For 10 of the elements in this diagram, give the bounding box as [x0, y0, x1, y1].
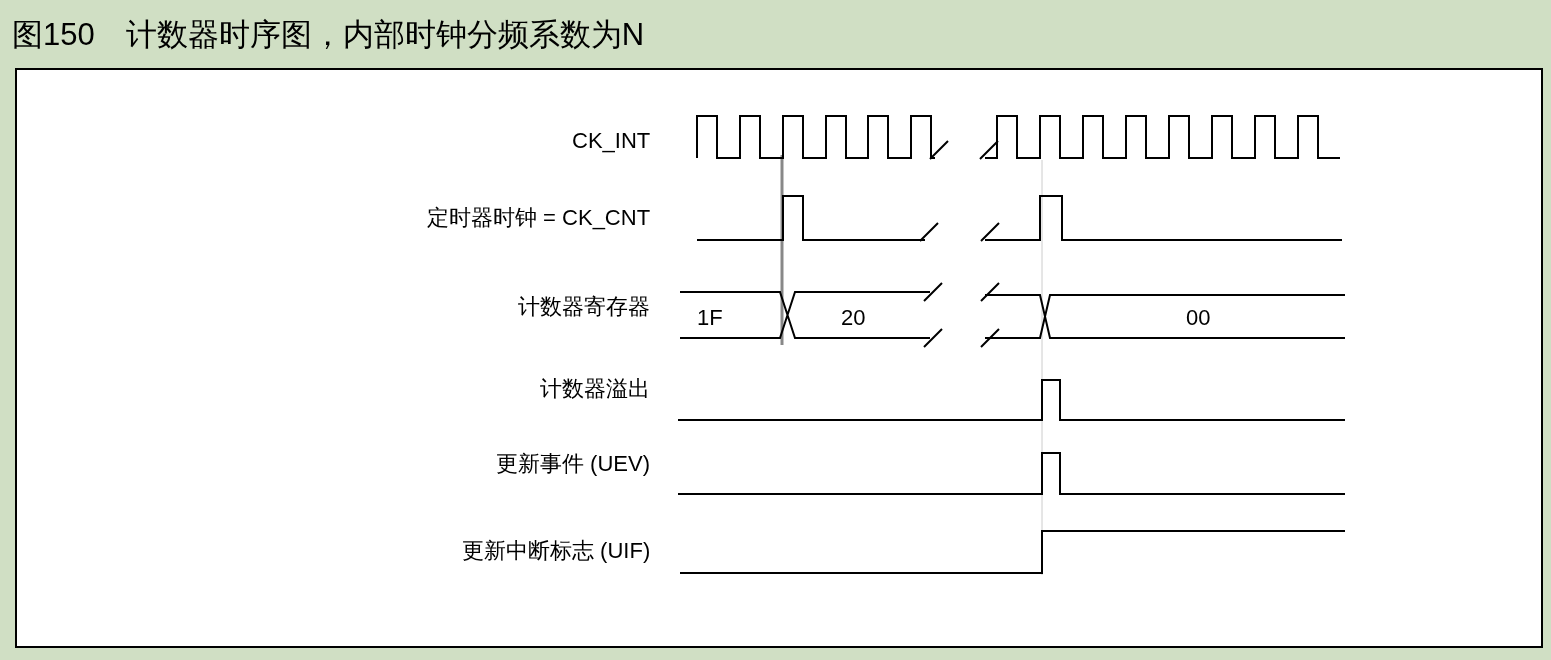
signal-name: 定时器时钟 = CK_CNT [427, 205, 651, 231]
bus-value: 1F [697, 305, 723, 331]
signal-name: 计数器寄存器 [518, 294, 650, 320]
signal-name: 更新中断标志 (UIF) [462, 538, 651, 564]
bus-value: 20 [841, 305, 866, 331]
bus-value: 00 [1186, 305, 1211, 331]
signal-name: 更新事件 (UEV) [496, 451, 650, 477]
signal-name: CK_INT [572, 128, 651, 154]
signal-name: 计数器溢出 [540, 376, 650, 402]
figure-title: 图150 计数器时序图，内部时钟分频系数为N [12, 16, 645, 54]
